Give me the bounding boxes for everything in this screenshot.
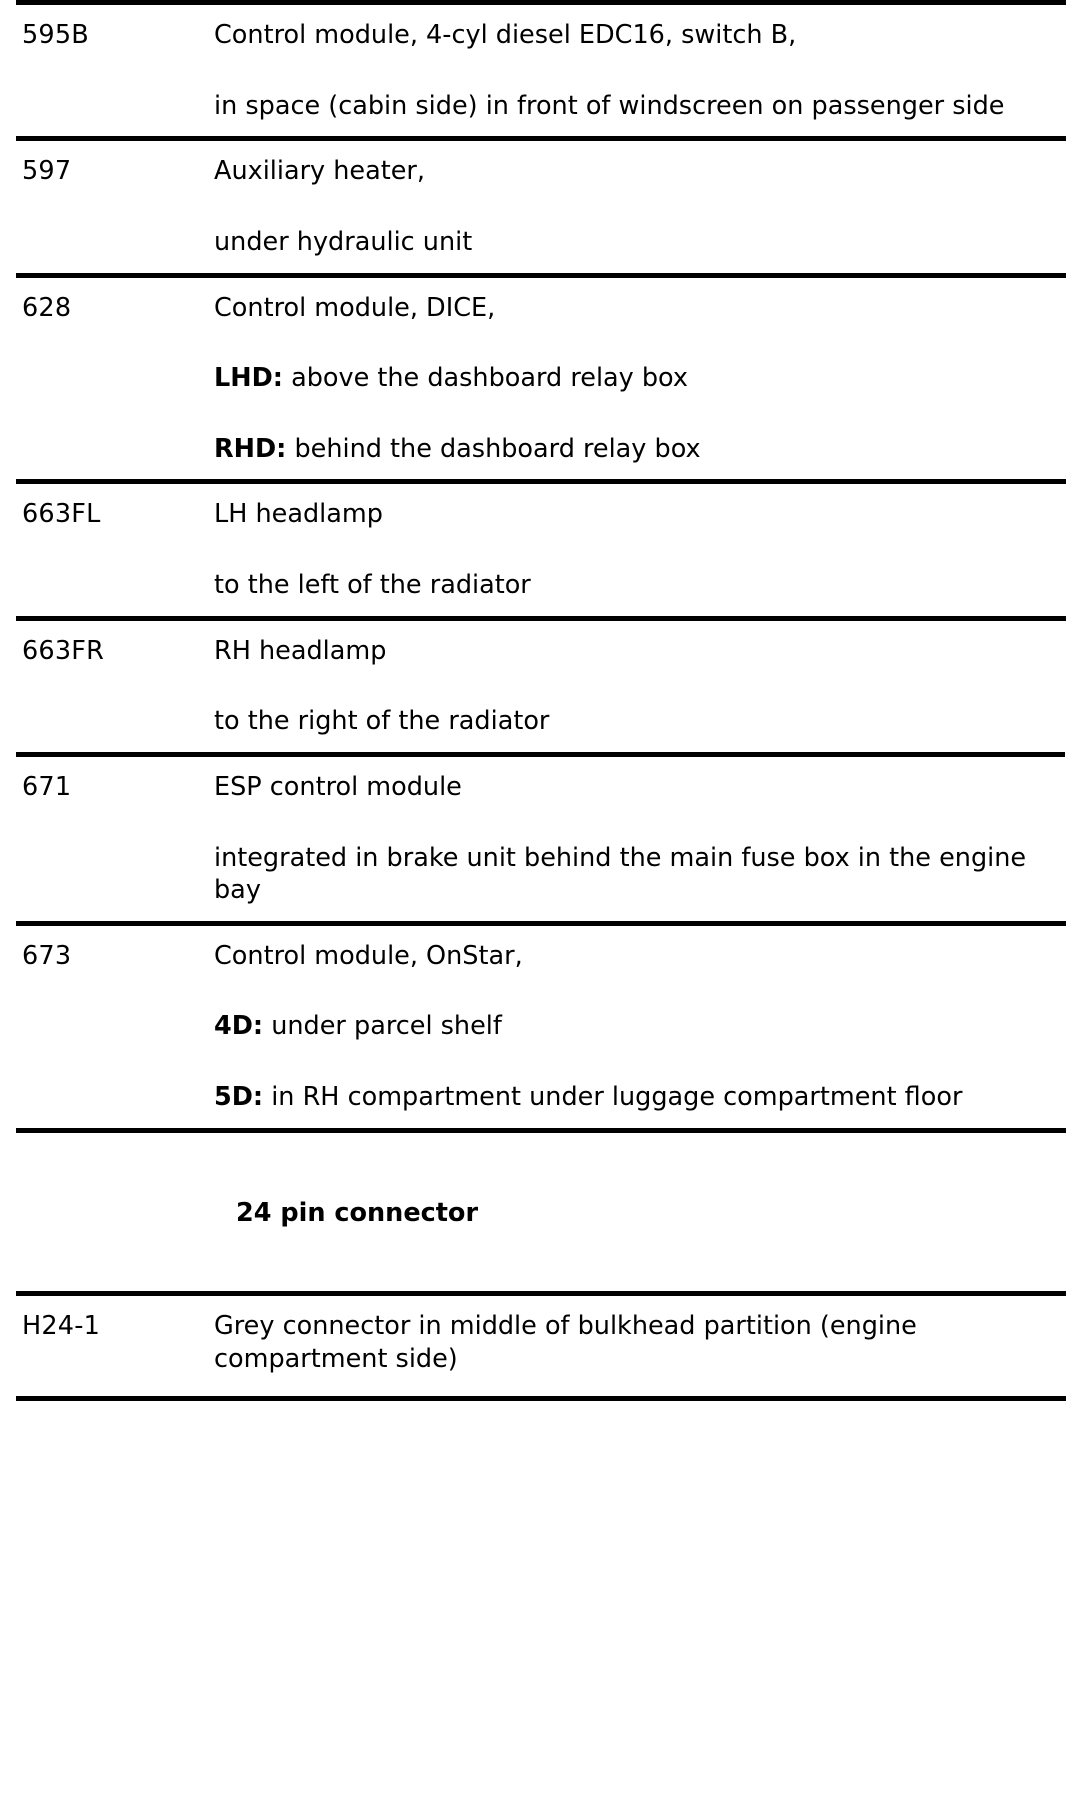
line-text: behind the dashboard relay box — [294, 433, 701, 464]
description-line: ESP control module — [214, 771, 462, 802]
line-prefix: LHD: — [214, 363, 283, 394]
row-code: 673 — [22, 940, 72, 971]
description-line: Control module, OnStar, — [214, 940, 523, 971]
row-divider — [16, 1291, 1066, 1297]
section-divider — [16, 1127, 1066, 1133]
line-prefix: RHD: — [214, 433, 287, 464]
description-line: to the left of the radiator — [214, 570, 531, 600]
description-line: Control module, 4-cyl diesel EDC16, swit… — [214, 20, 797, 50]
row-code: 671 — [22, 771, 72, 802]
row-code: 597 — [22, 156, 72, 187]
row-divider — [16, 920, 1066, 926]
row-code: H24-1 — [22, 1311, 101, 1342]
description-line: to the right of the radiator — [214, 706, 550, 737]
line-prefix: 4D: — [214, 1011, 264, 1042]
description-line: RHD: behind the dashboard relay box — [214, 433, 1062, 466]
line-prefix: 5D: — [214, 1082, 264, 1112]
description-line: Grey connector in middle of bulkhead par… — [214, 1311, 917, 1374]
line-text: above the dashboard relay box — [291, 363, 688, 394]
row-description: Control module, OnStar, 4D: under parcel… — [214, 940, 1072, 1114]
table-row: H24-1 Grey connector in middle of bulkhe… — [0, 1296, 1072, 1389]
description-line: Control module, DICE, — [214, 292, 496, 323]
row-description: Control module, 4-cyl diesel EDC16, swit… — [214, 19, 1072, 122]
line-text: under parcel shelf — [271, 1011, 502, 1042]
row-divider — [16, 615, 1066, 621]
description-line: LHD: above the dashboard relay box — [214, 362, 1062, 395]
description-line: in space (cabin side) in front of windsc… — [214, 90, 1005, 121]
line-text: in RH compartment under luggage compartm… — [271, 1082, 963, 1112]
row-description: Auxiliary heater, under hydraulic unit — [214, 155, 1072, 258]
description-line: 4D: under parcel shelf — [214, 1010, 1062, 1043]
row-description: LH headlamp to the left of the radiator — [214, 498, 1072, 601]
row-divider — [16, 272, 1066, 278]
row-divider — [16, 0, 1066, 5]
row-code: 663FR — [22, 635, 105, 666]
row-description: Control module, DICE, LHD: above the das… — [214, 292, 1072, 466]
table-row: 597 Auxiliary heater, under hydraulic un… — [0, 141, 1072, 272]
description-line: Auxiliary heater, — [214, 156, 426, 187]
description-line: RH headlamp — [214, 635, 387, 666]
row-description: ESP control module integrated in brake u… — [214, 771, 1072, 907]
row-description: Grey connector in middle of bulkhead par… — [214, 1310, 1072, 1375]
table-row: 671 ESP control module integrated in bra… — [0, 757, 1072, 921]
row-divider — [16, 479, 1066, 485]
section-heading: 24 pin connector — [236, 1197, 479, 1228]
row-code: 595B — [22, 20, 89, 50]
row-divider — [16, 751, 1065, 757]
description-line: under hydraulic unit — [214, 226, 473, 257]
row-divider — [16, 136, 1066, 142]
table-row: 673 Control module, OnStar, 4D: under pa… — [0, 926, 1072, 1128]
description-line: LH headlamp — [214, 499, 383, 530]
description-line: 5D: in RH compartment under luggage comp… — [214, 1081, 1062, 1114]
table-row: 628 Control module, DICE, LHD: above the… — [0, 278, 1072, 480]
table-row: 663FR RH headlamp to the right of the ra… — [0, 621, 1072, 752]
row-code: 663FL — [22, 499, 101, 530]
component-table: 595B Control module, 4-cyl diesel EDC16,… — [0, 0, 1072, 1401]
description-line: integrated in brake unit behind the main… — [214, 842, 1027, 906]
table-bottom-divider — [16, 1395, 1066, 1401]
table-row: 663FL LH headlamp to the left of the rad… — [0, 484, 1072, 615]
table-row: 595B Control module, 4-cyl diesel EDC16,… — [0, 5, 1072, 136]
row-code: 628 — [22, 292, 72, 323]
row-description: RH headlamp to the right of the radiator — [214, 635, 1072, 738]
